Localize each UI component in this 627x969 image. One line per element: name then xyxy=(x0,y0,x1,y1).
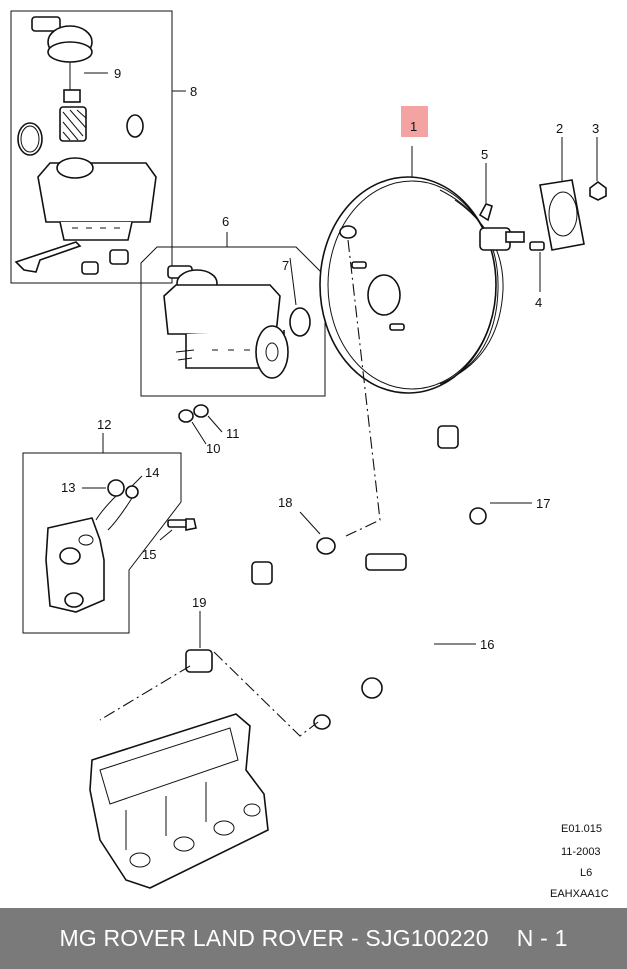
callout-16: 16 xyxy=(480,637,494,652)
callout-5: 5 xyxy=(481,147,488,162)
callout-9: 9 xyxy=(114,66,121,81)
callout-17: 17 xyxy=(536,496,550,511)
footer-page: N - 1 xyxy=(516,925,568,951)
callout-6: 6 xyxy=(222,214,229,229)
callout-2: 2 xyxy=(556,121,563,136)
reference-variant: L6 xyxy=(580,867,592,879)
callout-3: 3 xyxy=(592,121,599,136)
intake-manifold xyxy=(89,713,269,889)
reference-date: 11-2003 xyxy=(561,846,601,858)
callout-8: 8 xyxy=(190,84,197,99)
callout-10: 10 xyxy=(206,441,220,456)
callout-12: 12 xyxy=(97,417,111,432)
footer-bar: MG ROVER LAND ROVER - SJG100220 N - 1 xyxy=(0,908,627,969)
callout-4: 4 xyxy=(535,295,542,310)
reference-code: E01.015 xyxy=(561,823,602,835)
highlight-box xyxy=(401,106,428,137)
reference-catalog: EAHXAA1C xyxy=(550,888,609,900)
master-cylinder-group xyxy=(140,232,326,397)
callout-15: 15 xyxy=(142,547,156,562)
callout-18: 18 xyxy=(278,495,292,510)
seal-group xyxy=(178,404,223,445)
parts-diagram: 9 8 1 2 3 5 6 7 4 12 11 10 14 13 18 17 1… xyxy=(10,10,609,900)
callout-11: 11 xyxy=(226,426,240,441)
callout-14: 14 xyxy=(145,465,159,480)
valve-group xyxy=(22,433,197,634)
leader-lines xyxy=(99,239,381,737)
gasket-group xyxy=(478,137,607,292)
footer-title: MG ROVER LAND ROVER - SJG100220 xyxy=(59,925,489,951)
brake-servo xyxy=(319,106,525,394)
callout-1: 1 xyxy=(410,119,417,134)
hose-group xyxy=(185,417,532,730)
callout-13: 13 xyxy=(61,480,75,495)
reservoir-assembly-group xyxy=(10,10,186,284)
callout-7: 7 xyxy=(282,258,289,273)
callout-19: 19 xyxy=(192,595,206,610)
